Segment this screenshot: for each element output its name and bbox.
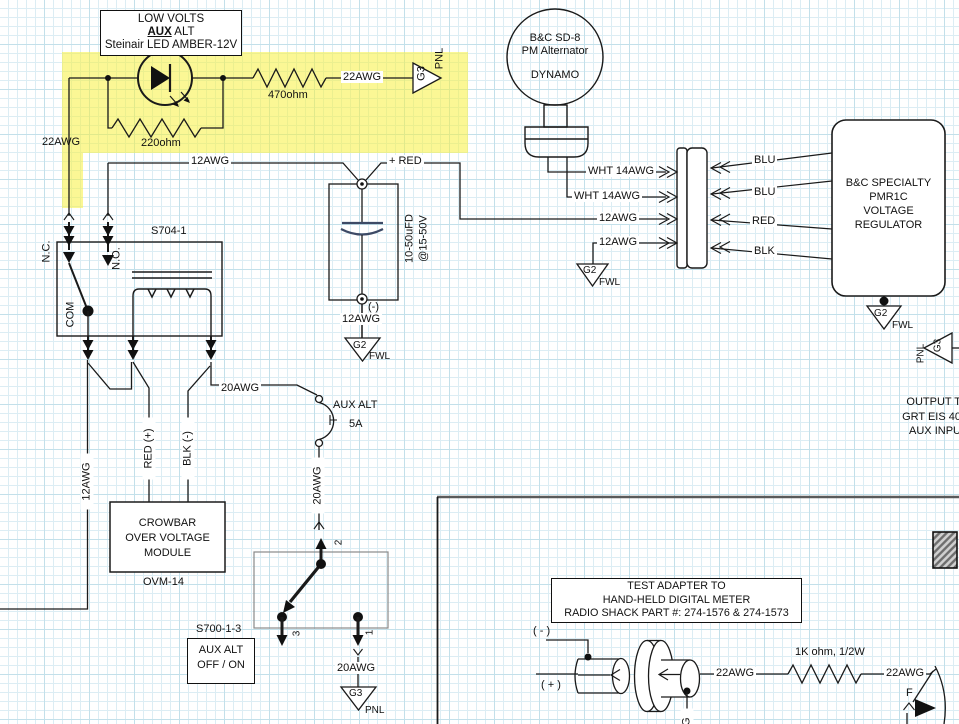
jack-neg-label: ( - ) — [533, 625, 551, 637]
wire-label-red: RED — [750, 215, 778, 227]
low-volts-line3: Steinair LED AMBER-12V — [104, 39, 238, 51]
alternator-line3: DYNAMO — [530, 69, 580, 81]
aux-bold: AUX — [147, 26, 172, 38]
crowbar-line3: MODULE — [143, 547, 192, 559]
test-adapter-line1: TEST ADAPTER TO — [627, 580, 726, 592]
resistor-1k-label: 1K ohm, 1/2W — [795, 646, 865, 658]
gnd-g3-top-loc: PNL — [433, 47, 446, 70]
regulator-line3: VOLTAGE — [863, 205, 914, 217]
relay-nc-label: N.C. — [40, 240, 53, 263]
switch-terminal-2: 2 — [333, 539, 345, 546]
fuse-name: AUX ALT — [333, 399, 378, 411]
bus-wires — [107, 162, 678, 264]
resistor-470-label: 470ohm — [268, 89, 308, 101]
plus-red-label: + RED — [387, 155, 424, 167]
wire-label-22awg-led: 22AWG — [341, 71, 384, 83]
cap-rating-line2: @15-50V — [417, 215, 430, 262]
hatch-block — [932, 531, 958, 569]
output-note-line1: OUTPUT T — [906, 396, 959, 408]
alt-rest: ALT — [171, 26, 195, 38]
alternator-line1: B&C SD-8 — [529, 32, 581, 44]
switch-gnd-loc: PNL — [365, 705, 385, 716]
crowbar-line2: OVER VOLTAGE — [125, 532, 210, 544]
regulator-wires — [709, 152, 833, 260]
switch-id: S700-1-3 — [196, 623, 242, 635]
wire-label-22awg-d: 22AWG — [884, 667, 927, 679]
reg-gnd-g2-id: G2 — [874, 308, 888, 319]
wire-label-wht2: WHT 14AWG — [572, 190, 643, 202]
reg-gnd-g2-loc: FWL — [892, 320, 914, 331]
regulator-line4: REGULATOR — [854, 219, 923, 231]
wire-label-red-plus: RED (+) — [142, 417, 156, 480]
gnd-g3-top-id: G3 — [415, 66, 428, 81]
cap-12awg-label: 12AWG — [340, 313, 383, 325]
cap-neg-label: (-) — [368, 301, 379, 313]
switch-label-box: AUX ALT OFF / ON — [187, 638, 255, 684]
regulator-text: B&C SPECIALTY PMR1C VOLTAGE REGULATOR — [832, 176, 945, 232]
reg-gnd-g3-id: G3 — [932, 338, 944, 353]
wire-label-20awg-b: 20AWG — [335, 662, 378, 674]
wire-label-blu1: BLU — [752, 154, 778, 166]
f-terminal-label: F — [906, 687, 913, 699]
fuse-rating: 5A — [349, 418, 363, 430]
conn-gnd-loc: FWL — [599, 277, 621, 288]
connector-arrows-left — [658, 165, 679, 250]
crowbar-line1: CROWBAR — [138, 517, 197, 529]
low-volts-label-box: LOW VOLTS AUX ALT Steinair LED AMBER-12V — [100, 10, 242, 56]
highlight-wire-band — [62, 153, 83, 208]
relay-id: S704-1 — [151, 225, 187, 237]
wire-label-blk: BLK — [752, 245, 777, 257]
switch-terminal-1: 1 — [364, 629, 376, 636]
switch-s700 — [253, 538, 389, 687]
alternator-line2: PM Alternator — [521, 45, 589, 57]
test-adapter-line3: RADIO SHACK PART #: 274-1576 & 274-1573 — [564, 607, 789, 619]
jack-pos-label: ( + ) — [541, 679, 561, 691]
switch-label-line1: AUX ALT — [198, 644, 244, 656]
wire-label-22awg-left: 22AWG — [42, 136, 81, 148]
test-adapter-box: TEST ADAPTER TO HAND-HELD DIGITAL METER … — [551, 578, 802, 623]
output-note-line2: GRT EIS 40 — [902, 410, 959, 423]
wire-label-22awg-c: 22AWG — [714, 667, 757, 679]
wire-label-wht1: WHT 14AWG — [586, 165, 657, 177]
switch-terminal-3: 3 — [291, 630, 303, 637]
low-volts-line1: LOW VOLTS — [137, 13, 205, 25]
wire-label-blu2: BLU — [752, 186, 778, 198]
led-indicator-circuit — [68, 50, 443, 216]
wire-label-12awg-row3: 12AWG — [597, 212, 640, 224]
switch-gnd-id: G3 — [349, 688, 363, 699]
ovm-id: OVM-14 — [143, 576, 184, 588]
resistor-220-label: 220ohm — [141, 137, 181, 149]
wire-label-12awg-row4: 12AWG — [597, 236, 640, 248]
cap-gnd-loc: FWL — [369, 351, 391, 362]
relay-no-label: N.O. — [110, 247, 123, 270]
crowbar-text: CROWBAR OVER VOLTAGE MODULE — [110, 516, 225, 561]
wire-label-12awg-feed: 12AWG — [80, 453, 94, 510]
conn-gnd-id: G2 — [583, 265, 597, 276]
reg-gnd-g3-loc: PNL — [915, 343, 927, 364]
ovp-wiring — [0, 360, 318, 610]
output-note: OUTPUT T GRT EIS 40 AUX INPU — [888, 395, 959, 439]
cap-gnd-id: G2 — [353, 340, 367, 351]
regulator-box — [831, 119, 946, 297]
connector-block — [676, 147, 708, 269]
cap-rating-line1: 10-50uFD — [403, 214, 416, 263]
test-adapter-line2: HAND-HELD DIGITAL METER — [602, 593, 751, 606]
regulator-line1: B&C SPECIALTY — [845, 177, 932, 189]
wire-label-12awg-bus: 12AWG — [189, 155, 232, 167]
ground-symbols — [339, 263, 959, 712]
wire-label-22awg-plug-clipped: 22AWG — [680, 708, 694, 724]
relay-s704 — [56, 212, 223, 360]
wire-label-blk-minus: BLK (-) — [181, 417, 195, 480]
low-volts-line2: AUX ALT — [101, 26, 241, 39]
divider-lines — [436, 495, 959, 724]
regulator-line2: PMR1C — [869, 191, 908, 203]
wire-label-20awg-rot: 20AWG — [311, 457, 325, 514]
relay-com-label: COM — [64, 301, 77, 328]
output-note-line3: AUX INPU — [909, 425, 959, 437]
switch-label-line2: OFF / ON — [197, 659, 245, 671]
test-adapter-jack — [536, 639, 946, 724]
wire-label-20awg-a: 20AWG — [219, 382, 262, 394]
